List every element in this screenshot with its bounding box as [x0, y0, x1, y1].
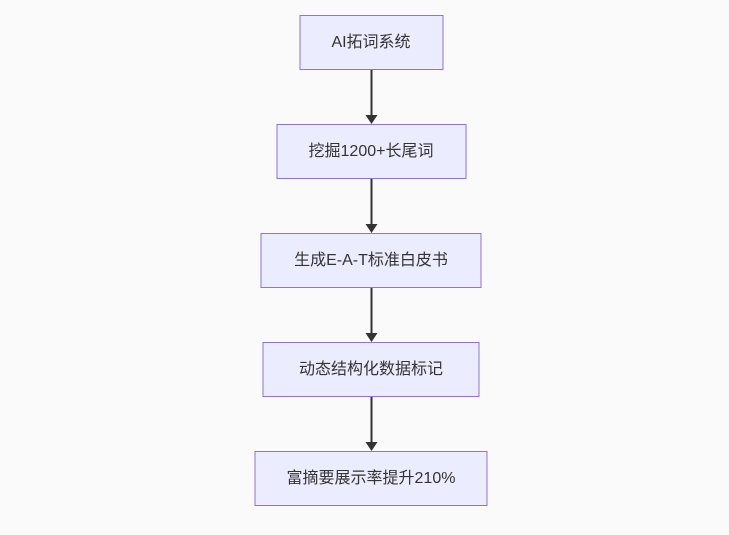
flowchart-node-ai-word-expansion-system: AI拓词系统: [299, 15, 443, 70]
node-label: 生成E-A-T标准白皮书: [294, 251, 448, 269]
flow-arrow-3: [364, 288, 378, 342]
arrowhead-down-icon: [365, 333, 377, 342]
arrow-line: [370, 179, 372, 225]
node-label: 动态结构化数据标记: [298, 360, 443, 378]
arrow-line: [370, 288, 372, 334]
flow-arrow-1: [364, 70, 378, 124]
flowchart-node-mine-longtail-keywords: 挖掘1200+长尾词: [276, 124, 466, 179]
arrowhead-down-icon: [365, 115, 377, 124]
arrowhead-down-icon: [365, 224, 377, 233]
flowchart-column: AI拓词系统 挖掘1200+长尾词 生成E-A-T标准白皮书 动态结构化数据标记: [254, 15, 488, 506]
flowchart-node-generate-eat-whitepaper: 生成E-A-T标准白皮书: [260, 233, 482, 288]
arrow-line: [370, 397, 372, 443]
node-label: 富摘要展示率提升210%: [286, 469, 456, 487]
arrowhead-down-icon: [365, 442, 377, 451]
arrow-line: [370, 70, 372, 116]
flow-arrow-4: [364, 397, 378, 451]
flow-arrow-2: [364, 179, 378, 233]
flowchart-node-dynamic-structured-data-markup: 动态结构化数据标记: [262, 342, 480, 397]
flowchart-node-rich-snippet-rate-increase: 富摘要展示率提升210%: [254, 451, 488, 506]
node-label: 挖掘1200+长尾词: [308, 142, 434, 160]
node-label: AI拓词系统: [331, 33, 411, 51]
